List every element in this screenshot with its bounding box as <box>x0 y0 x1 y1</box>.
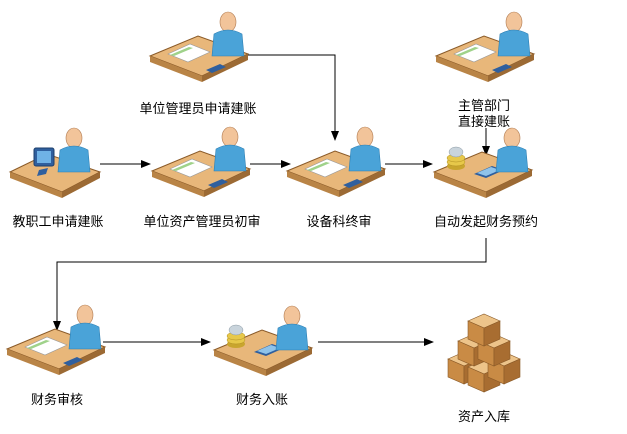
person-desk-icon <box>150 126 252 197</box>
node-dept-direct-label-1: 直接建账 <box>458 114 510 130</box>
node-equipment-final-label-0: 设备科终审 <box>306 214 371 230</box>
node-finance-review: 财务审核 <box>5 304 107 408</box>
node-unit-admin-apply: 单位管理员申请建账 <box>139 11 257 117</box>
person-coins-icon <box>432 127 534 198</box>
node-auto-booking: 自动发起财务预约 <box>432 127 538 230</box>
edge-unit-admin-apply-to-equipment-final <box>245 54 339 141</box>
node-finance-entry: 财务入账 <box>212 305 314 408</box>
person-desk-icon <box>285 126 387 197</box>
node-asset-storage: 资产入库 <box>447 313 521 425</box>
node-unit-asset-review: 单位资产管理员初审 <box>143 126 261 230</box>
edges <box>53 54 490 346</box>
node-dept-direct-label-0: 主管部门 <box>458 99 510 114</box>
person-desk-icon <box>148 11 250 82</box>
node-unit-admin-apply-label-0: 单位管理员申请建账 <box>139 102 256 117</box>
node-applicant-label-0: 教职工申请建账 <box>12 214 103 230</box>
person-coins-icon <box>212 305 314 376</box>
edge-auto-booking-to-finance-review <box>53 238 487 331</box>
boxes-icon <box>447 313 521 393</box>
person-desk-icon <box>434 11 536 82</box>
node-unit-asset-review-label-0: 单位资产管理员初审 <box>143 215 260 230</box>
node-applicant: 教职工申请建账 <box>8 127 104 230</box>
node-equipment-final: 设备科终审 <box>285 126 387 230</box>
person-computer-icon <box>8 127 102 198</box>
node-auto-booking-label-0: 自动发起财务预约 <box>434 214 538 230</box>
node-dept-direct: 主管部门 直接建账 <box>434 11 536 130</box>
person-desk-icon <box>5 304 107 375</box>
node-finance-review-label-0: 财务审核 <box>31 392 83 408</box>
node-asset-storage-label-0: 资产入库 <box>458 409 510 425</box>
node-finance-entry-label-0: 财务入账 <box>236 392 288 408</box>
